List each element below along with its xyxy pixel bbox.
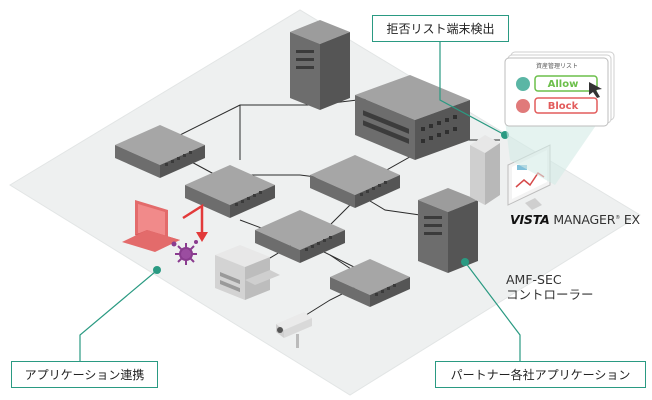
callout-application-integration: アプリケーション連携 [11,361,158,388]
virus-particle [171,241,177,247]
asset-list-panel: 資産管理リスト Allow Block [504,51,615,127]
vista-product-name: MANAGER [553,212,616,227]
printer-icon [215,245,280,300]
amf-sec-line1: AMF-SEC [506,272,562,287]
callout-connectors [79,42,521,361]
switch-icon [330,259,410,307]
callout-dot [153,266,161,274]
switch-icon [310,155,400,208]
cursor-icon [589,82,602,98]
switch-icon [115,125,205,178]
server-icon [355,75,470,160]
amf-sec-controller-label: AMF-SEC コントローラー [506,272,594,302]
threat-arrowhead [196,232,208,242]
panel-title: 資産管理リスト [536,62,578,70]
allow-label: Allow [548,79,579,90]
callout-partner-applications: パートナー各社アプリケーション [435,361,646,388]
vista-brand: VISTA [510,212,550,227]
allow-device-icon [516,77,530,91]
threat-arrow [182,203,204,236]
block-button[interactable] [534,97,598,114]
switch-icon [185,165,275,218]
server-icon [290,20,350,110]
allow-button[interactable] [534,75,598,92]
callout-blocklist-detection: 拒否リスト端末検出 [372,15,509,42]
vista-manager-label: VISTA MANAGER® EX [510,212,640,227]
laptop-icon [122,200,180,252]
block-label: Block [548,101,579,112]
floor-plane [9,9,641,396]
block-device-icon [516,99,530,113]
server-icon [418,188,478,273]
callout-dot [461,258,469,266]
virus-particle [194,240,198,244]
switch-icon [255,210,345,263]
virus-icon [175,243,197,265]
vista-suffix: EX [623,212,640,227]
amf-sec-line2: コントローラー [506,287,594,302]
camera-icon [276,312,312,348]
